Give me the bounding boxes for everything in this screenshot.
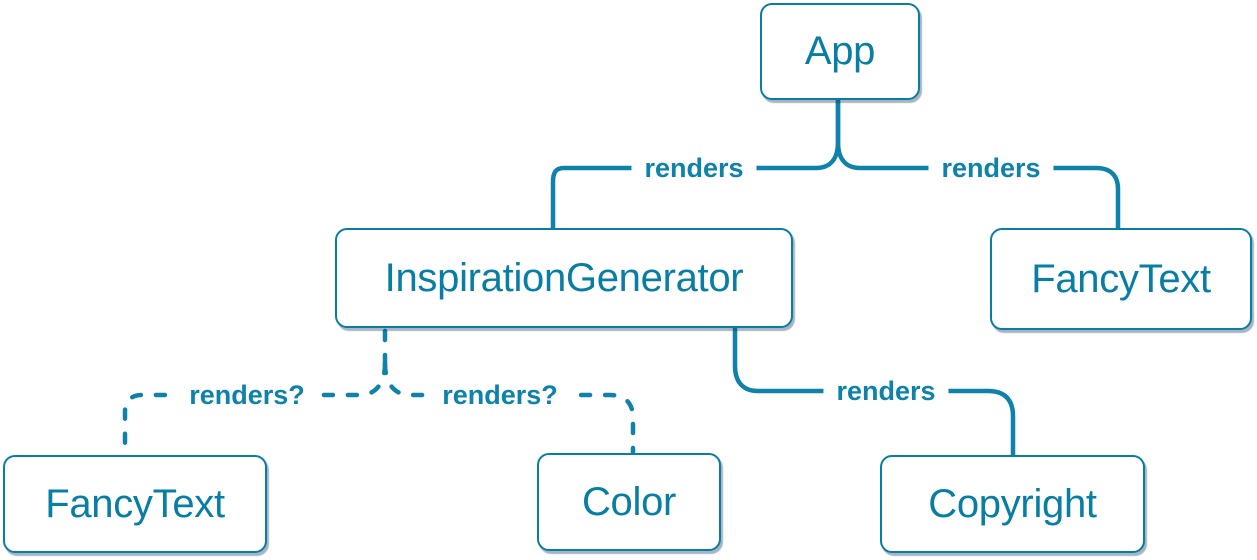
node-app-label: App — [804, 29, 876, 73]
edge-label-app-inspirationgenerator: renders — [631, 151, 757, 185]
node-color-label: Color — [581, 479, 677, 524]
node-copyright-label: Copyright — [928, 481, 1097, 526]
edge-label-inspirationgenerator-color: renders? — [429, 378, 571, 412]
edge-inspirationgenerator-color-line — [382, 361, 636, 455]
edge-label-inspirationgenerator-copyright: renders — [823, 374, 949, 408]
edge-label-inspirationgenerator-fancytext: renders? — [176, 378, 318, 412]
node-app: App — [760, 3, 920, 100]
node-inspiration-generator: InspirationGenerator — [335, 228, 793, 328]
edge-inspirationgenerator-fancytext-line — [122, 361, 388, 457]
node-inspiration-generator-label: InspirationGenerator — [384, 255, 744, 300]
edge-label-app-fancytext: renders — [928, 151, 1054, 185]
node-fancy-text-top-label: FancyText — [1031, 256, 1211, 301]
node-fancy-text-bottom: FancyText — [3, 455, 267, 553]
node-copyright: Copyright — [880, 455, 1145, 553]
node-color: Color — [537, 453, 721, 551]
node-fancy-text-bottom-label: FancyText — [45, 481, 225, 526]
node-fancy-text-top: FancyText — [990, 228, 1252, 330]
